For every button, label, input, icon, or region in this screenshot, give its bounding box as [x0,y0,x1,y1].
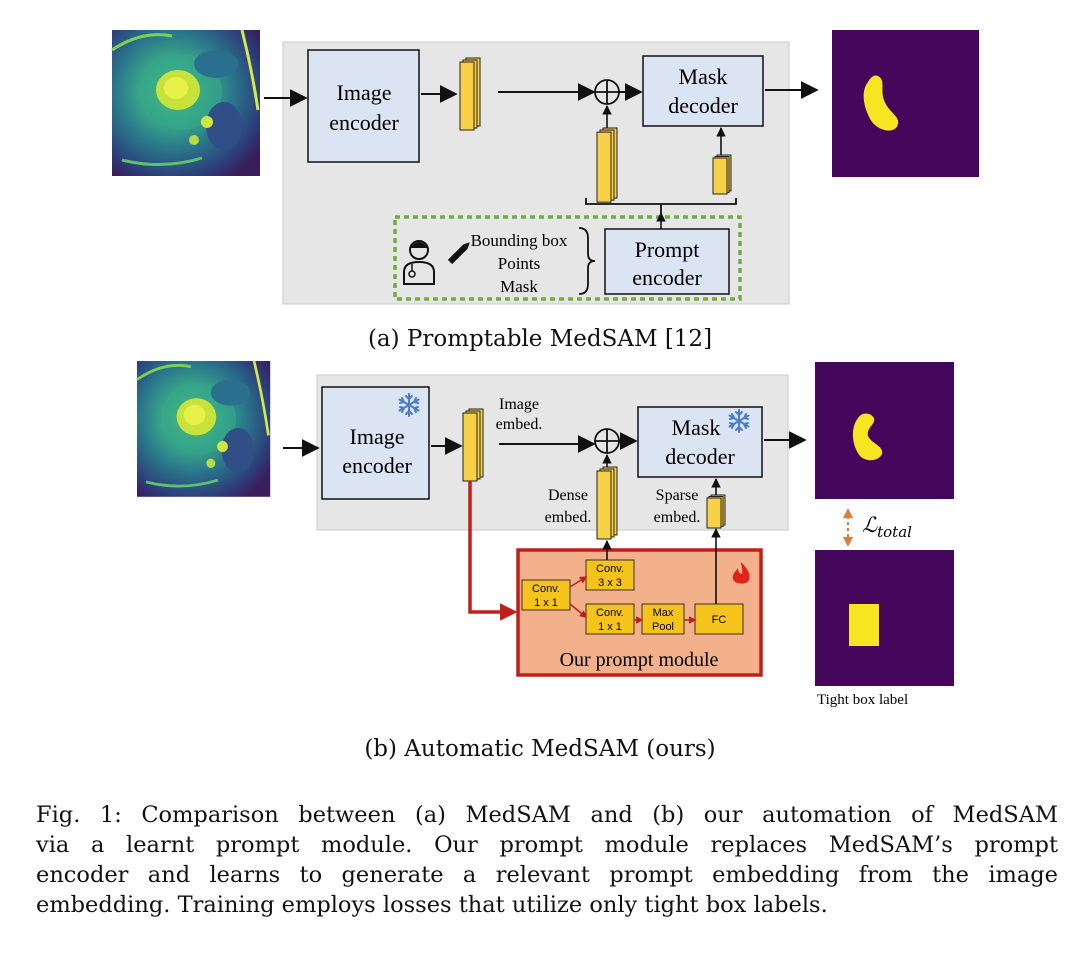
arrow-conv1a-to-conv3 [569,576,588,588]
figure-caption-line-4: embedding. Training employs losses that … [36,892,828,918]
loss-symbol: ℒ [862,513,878,537]
dense-embedding-a [596,127,618,203]
sparse-embed-label-2: embed. [654,509,701,526]
conv-1x1-a-label-1: Conv. [532,583,560,595]
figure-caption-line-3: encoder and learns to generate a relevan… [36,862,1058,888]
loss-subscript: total [877,523,912,541]
dense-embed-label-1: Dense [548,487,588,504]
mask-decoder-a-label-2: decoder [668,93,738,118]
image-embedding-a [459,57,481,131]
sparse-embed-label-1: Sparse [656,487,699,504]
image-embedding-b [462,408,484,482]
fc-block: FC [694,603,744,635]
panel-b: Image encoder Image embed. Mask decoder … [135,359,954,708]
panel-a-caption: (a) Promptable MedSAM [12] [367,326,713,352]
prompt-type-mask: Mask [500,277,538,296]
prompt-type-points: Points [498,254,541,273]
maxpool-block: Max Pool [641,603,685,635]
output-mask-a [832,30,979,177]
fc-label: FC [712,614,727,626]
image-encoder-a-label-1: Image [337,80,392,105]
prompt-encoder-a [604,228,730,295]
conv-3x3-block: Conv. 3 x 3 [585,559,635,591]
input-image-a [110,28,262,178]
output-mask-b [815,362,954,499]
arrow-conv1a-to-conv1b [569,603,588,618]
conv-3x3-label-1: Conv. [596,563,624,575]
panel-a: Image encoder Mask decoder [110,28,979,305]
image-embed-label-1: Image [499,396,539,413]
input-image-b [135,359,272,499]
mask-decoder-a [642,55,764,127]
figure-caption-line-2: via a learnt prompt module. Our prompt m… [36,832,1058,858]
prompt-module-label: Our prompt module [560,649,719,671]
conv-1x1-a-label-2: 1 x 1 [534,597,558,609]
conv-1x1-a-block: Conv. 1 x 1 [521,579,571,611]
tight-box-label: Tight box label [817,692,908,708]
conv-1x1-b-label-2: 1 x 1 [598,621,622,633]
flame-icon [732,562,750,584]
prompt-brace-a [578,227,596,295]
conv-1x1-b-block: Conv. 1 x 1 [585,603,635,635]
mask-decoder-b-label-2: decoder [665,444,735,469]
red-arrow-embed-to-module [468,481,518,621]
conv-1x1-b-label-1: Conv. [596,607,624,619]
conv-3x3-label-2: 3 x 3 [598,577,622,589]
mask-decoder-b-label-1: Mask [672,415,721,440]
prompt-type-bounding-box: Bounding box [471,231,568,250]
mask-decoder-a-label-1: Mask [679,64,728,89]
clinician-icon [403,240,435,285]
loss-total-label: ℒtotal [862,513,912,541]
image-encoder-a [307,49,420,163]
sum-node-a [594,79,620,105]
image-encoder-b-label-2: encoder [342,453,412,478]
sparse-embedding-b [706,494,726,529]
panel-b-caption: (b) Automatic MedSAM (ours) [364,736,716,762]
prompt-encoder-a-label-1: Prompt [635,237,700,262]
image-encoder-a-label-2: encoder [329,110,399,135]
architecture-diagram: Image encoder Mask decoder [110,28,979,708]
prompt-encoder-a-label-2: encoder [632,265,702,290]
image-embed-label-2: embed. [496,416,543,433]
image-encoder-b-label-1: Image [350,424,405,449]
maxpool-label-2: Pool [652,621,674,633]
sparse-embedding-a [712,154,732,195]
maxpool-label-1: Max [653,607,674,619]
dense-embedding-b [596,466,618,540]
tight-box-mask [815,550,954,686]
sum-node-b [594,428,620,454]
dense-embed-label-2: embed. [545,509,592,526]
prompt-region-a [393,215,742,301]
figure-caption-line-1: Fig. 1: Comparison between (a) MedSAM an… [36,802,1058,828]
figure-caption: Fig. 1: Comparison between (a) MedSAM an… [36,800,1058,920]
